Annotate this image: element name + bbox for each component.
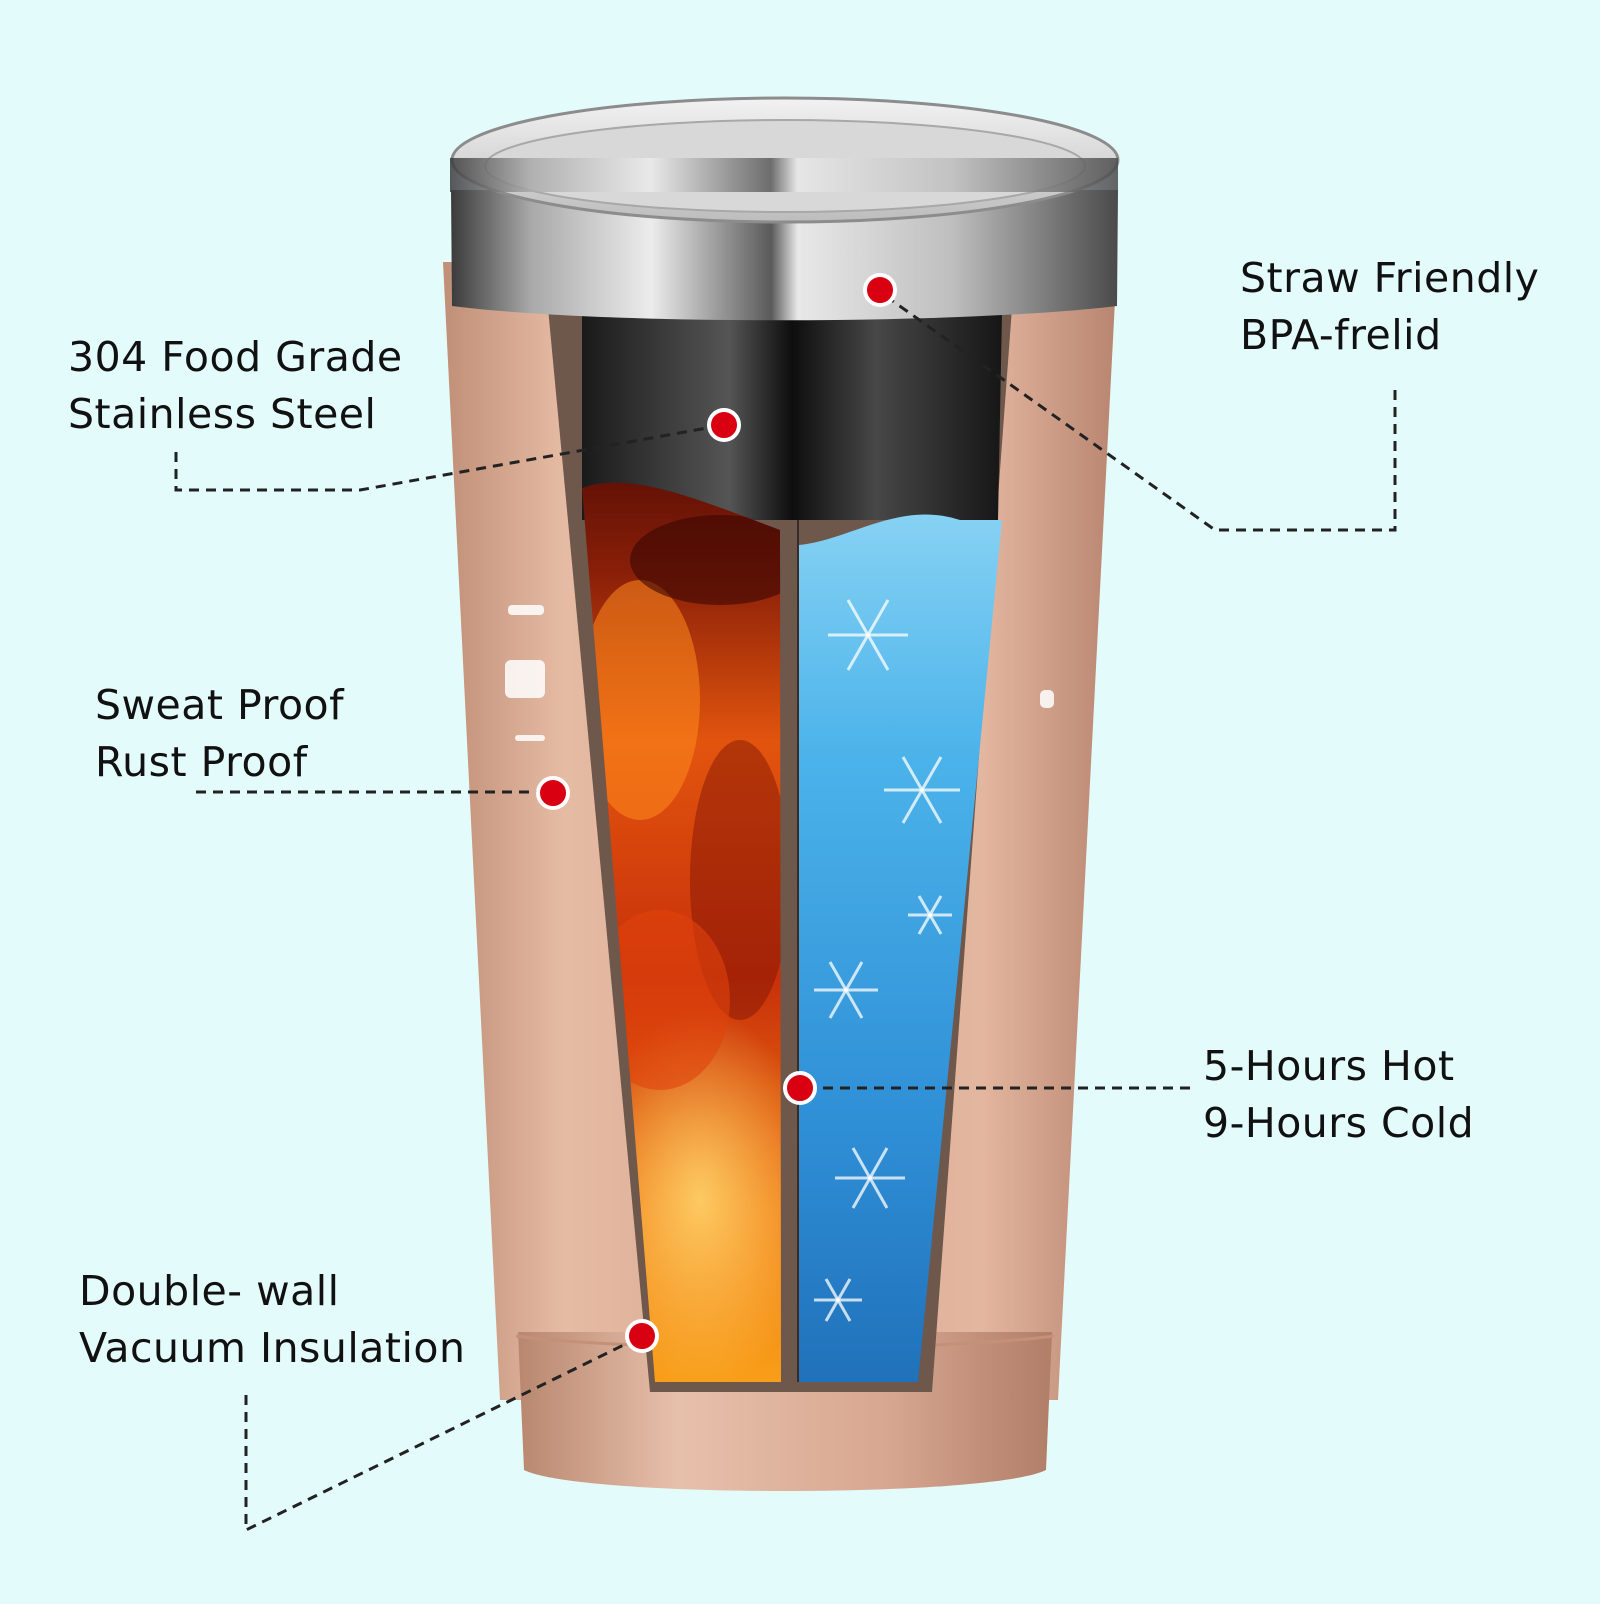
callout-straw: Straw Friendly BPA-frelid xyxy=(1240,250,1539,364)
straw-marker xyxy=(863,273,897,307)
callout-steel: 304 Food Grade Stainless Steel xyxy=(68,329,403,443)
callout-sweat: Sweat Proof Rust Proof xyxy=(95,677,344,791)
steel-leader-line xyxy=(174,423,725,492)
wall-marker xyxy=(625,1319,659,1353)
inner-vessel xyxy=(582,312,1002,520)
callout-wall-line1: Double- wall xyxy=(79,1267,340,1315)
callout-wall: Double- wall Vacuum Insulation xyxy=(79,1263,465,1377)
callout-sweat-line2: Rust Proof xyxy=(95,738,308,786)
callout-hours-line1: 5-Hours Hot xyxy=(1203,1042,1455,1090)
callout-hours: 5-Hours Hot 9-Hours Cold xyxy=(1203,1038,1474,1152)
callout-hours-line2: 9-Hours Cold xyxy=(1203,1099,1475,1147)
sweat-marker xyxy=(536,776,570,810)
callout-leader-lines xyxy=(174,290,1397,1533)
callout-straw-line1: Straw Friendly xyxy=(1240,254,1540,302)
hours-marker xyxy=(783,1071,817,1105)
callout-wall-line2: Vacuum Insulation xyxy=(79,1324,466,1372)
straw-leader-line xyxy=(879,290,1397,532)
rim-band xyxy=(451,190,1118,321)
callout-steel-line1: 304 Food Grade xyxy=(68,333,403,381)
callout-steel-line2: Stainless Steel xyxy=(68,390,377,438)
callout-sweat-line1: Sweat Proof xyxy=(95,681,345,729)
steel-marker xyxy=(707,408,741,442)
body-print xyxy=(505,605,1054,741)
callout-straw-line2: BPA-frelid xyxy=(1240,311,1442,359)
wall-leader-line xyxy=(244,1335,641,1533)
